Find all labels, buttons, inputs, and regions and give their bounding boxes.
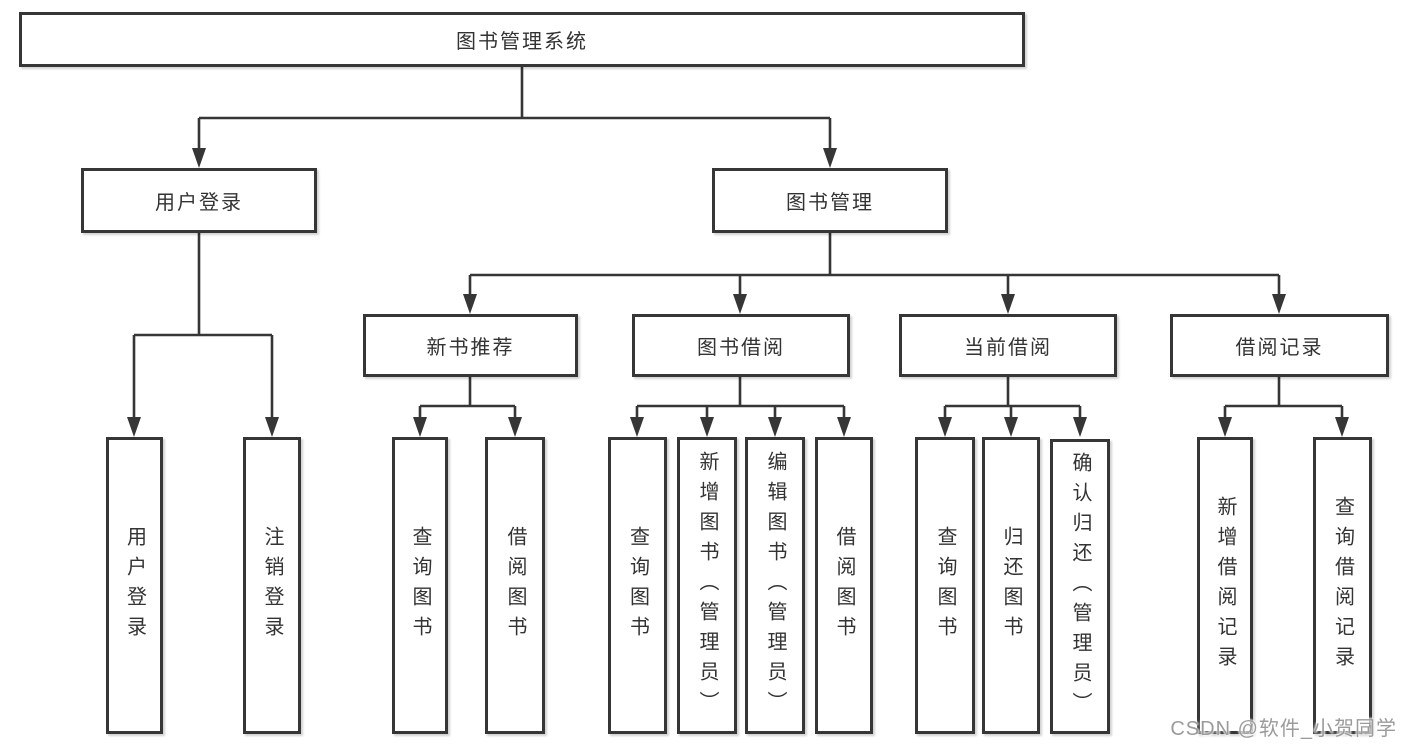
node-nr-borrow-label: 借阅图书	[504, 525, 526, 646]
arrowhead	[1335, 417, 1349, 437]
arrowhead	[508, 417, 522, 437]
edge-newrec-to-leaves	[418, 377, 517, 421]
arrowhead	[192, 148, 206, 168]
node-new-rec: 新书推荐	[363, 314, 578, 377]
node-br-add: 新增借阅记录	[1197, 437, 1253, 734]
arrowhead	[700, 417, 714, 437]
node-br-query-label: 查询借阅记录	[1331, 495, 1354, 676]
node-cb-confirm: 确认归还（管理员）	[1050, 439, 1110, 734]
node-nr-query: 查询图书	[392, 437, 448, 734]
node-cb-query-label: 查询图书	[934, 525, 956, 646]
node-bb-add-label: 新增图书（管理员）	[696, 450, 718, 721]
node-cur-borrow-label: 当前借阅	[964, 337, 1052, 359]
node-book-mgmt-label: 图书管理	[786, 192, 874, 214]
edge-bookmgmt-to-level3	[468, 233, 1281, 299]
edge-root-to-level2	[197, 67, 832, 152]
node-nr-query-label: 查询图书	[409, 525, 431, 646]
arrowhead	[127, 417, 141, 437]
arrowhead	[1073, 417, 1087, 437]
arrowhead	[733, 294, 747, 314]
edge-bookborrow-to-leaves	[635, 377, 846, 421]
arrowhead	[837, 417, 851, 437]
node-root: 图书管理系统	[19, 12, 1025, 67]
edge-userlogin-to-leaves	[132, 233, 274, 421]
arrowhead	[768, 417, 782, 437]
node-cb-return-label: 归还图书	[1000, 525, 1022, 646]
node-new-rec-label: 新书推荐	[426, 337, 515, 359]
node-nr-borrow: 借阅图书	[485, 437, 545, 734]
node-book-borrow-label: 图书借阅	[697, 337, 785, 359]
node-bb-edit: 编辑图书（管理员）	[745, 437, 805, 734]
node-cb-confirm-label: 确认归还（管理员）	[1069, 451, 1091, 722]
node-cb-return: 归还图书	[982, 437, 1040, 734]
node-ul-login: 用户登录	[106, 437, 163, 734]
node-borrow-rec: 借阅记录	[1170, 314, 1389, 377]
arrowhead	[1218, 417, 1232, 437]
arrowhead	[938, 417, 952, 437]
node-book-mgmt: 图书管理	[712, 168, 948, 233]
node-br-add-label: 新增借阅记录	[1214, 495, 1236, 676]
arrowhead	[1272, 294, 1286, 314]
node-bb-borrow-label: 借阅图书	[833, 525, 855, 646]
arrowhead	[1004, 417, 1018, 437]
node-borrow-rec-label: 借阅记录	[1235, 337, 1324, 359]
node-bb-edit-label: 编辑图书（管理员）	[764, 450, 786, 721]
node-user-login: 用户登录	[81, 168, 317, 233]
node-br-query: 查询借阅记录	[1313, 437, 1372, 734]
watermark: CSDN @软件_小贺同学	[1170, 718, 1397, 740]
node-root-label: 图书管理系统	[456, 31, 588, 53]
arrowhead	[823, 148, 837, 168]
node-cb-query: 查询图书	[915, 437, 975, 734]
node-bb-query-label: 查询图书	[626, 525, 649, 646]
node-user-login-label: 用户登录	[155, 192, 243, 214]
edge-curborrow-to-leaves	[943, 377, 1082, 421]
arrowhead	[630, 417, 644, 437]
edge-borrowrec-to-leaves	[1223, 377, 1344, 421]
node-cur-borrow: 当前借阅	[899, 314, 1117, 377]
node-ul-login-label: 用户登录	[123, 525, 146, 646]
node-bb-query: 查询图书	[608, 437, 667, 734]
node-bb-add: 新增图书（管理员）	[677, 437, 737, 734]
arrowhead	[1001, 294, 1015, 314]
node-ul-logout-label: 注销登录	[261, 525, 283, 646]
node-bb-borrow: 借阅图书	[815, 437, 873, 734]
arrowhead	[265, 417, 279, 437]
node-ul-logout: 注销登录	[243, 437, 301, 734]
arrowhead	[413, 417, 427, 437]
node-book-borrow: 图书借阅	[632, 314, 850, 377]
arrowhead	[463, 294, 477, 314]
